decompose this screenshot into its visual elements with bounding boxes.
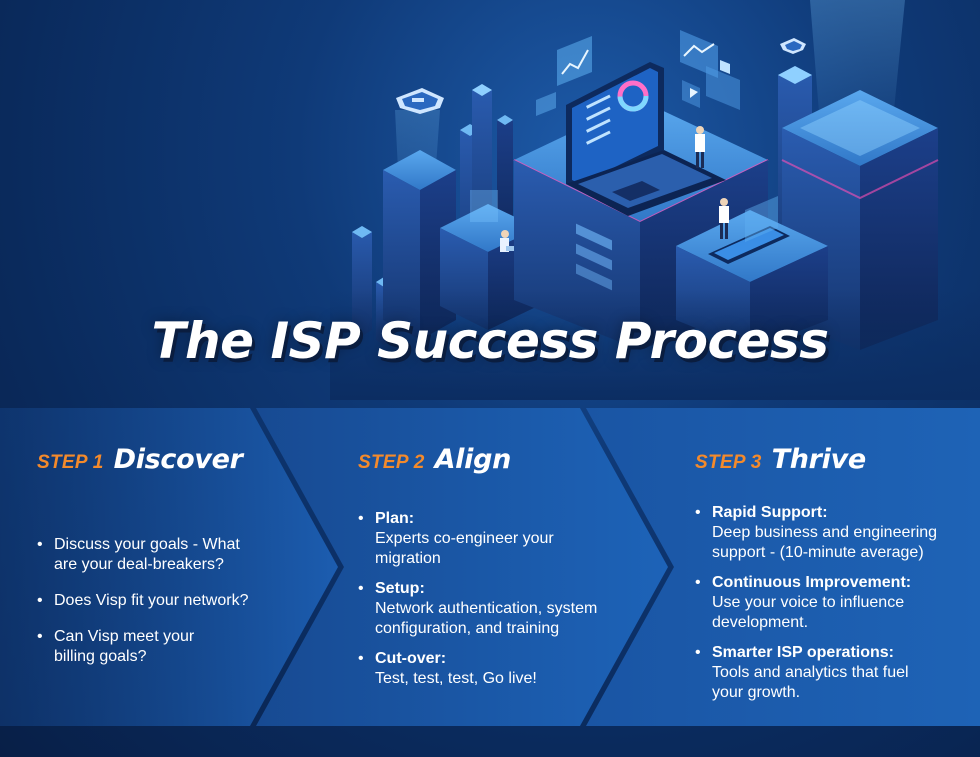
list-item-heading: Continuous Improvement:	[712, 574, 912, 591]
list-item: Discuss your goals - What are your deal-…	[37, 535, 264, 575]
list-item-heading: Cut-over:	[375, 650, 447, 667]
step-1-bullets: Discuss your goals - What are your deal-…	[37, 535, 307, 667]
list-item-text: Tools and analytics that fuel your growt…	[712, 664, 909, 701]
step-1: STEP 1 Discover Discuss your goals - Wha…	[37, 444, 307, 683]
list-item-text: Network authentication, system configura…	[375, 600, 598, 637]
step-3-number: STEP 3	[695, 452, 762, 473]
list-item: Setup: Network authentication, system co…	[358, 579, 638, 639]
list-item-heading: Setup:	[375, 580, 425, 597]
list-item: Plan: Experts co-engineer your migration	[358, 509, 638, 569]
step-3-name: Thrive	[771, 444, 867, 475]
step-1-heading: STEP 1 Discover	[37, 444, 307, 475]
list-item: Cut-over: Test, test, test, Go live!	[358, 649, 638, 689]
list-item: Does Visp fit your network?	[37, 591, 307, 611]
list-item-heading: Rapid Support:	[712, 504, 828, 521]
step-2-bullets: Plan: Experts co-engineer your migration…	[358, 509, 638, 689]
step-2-number: STEP 2	[358, 452, 425, 473]
list-item-heading: Smarter ISP operations:	[712, 644, 894, 661]
step-1-number: STEP 1	[37, 452, 104, 473]
list-item-text: Test, test, test, Go live!	[375, 670, 537, 687]
isometric-data-center-icon	[330, 0, 980, 400]
list-item: Smarter ISP operations: Tools and analyt…	[695, 643, 965, 703]
step-3-bullets: Rapid Support: Deep business and enginee…	[695, 503, 965, 703]
step-2: STEP 2 Align Plan: Experts co-engineer y…	[358, 444, 638, 699]
list-item-text: Deep business and engineering support - …	[712, 524, 938, 561]
list-item-text: Experts co-engineer your migration	[375, 530, 554, 567]
step-1-name: Discover	[113, 444, 243, 475]
page-title: The ISP Success Process	[151, 312, 829, 370]
list-item: Continuous Improvement: Use your voice t…	[695, 573, 965, 633]
list-item-text: Use your voice to influence development.	[712, 594, 905, 631]
step-3-heading: STEP 3 Thrive	[695, 444, 965, 475]
step-2-name: Align	[434, 444, 512, 475]
step-2-heading: STEP 2 Align	[358, 444, 638, 475]
list-item: Rapid Support: Deep business and enginee…	[695, 503, 965, 563]
list-item-heading: Plan:	[375, 510, 415, 527]
step-3: STEP 3 Thrive Rapid Support: Deep busine…	[695, 444, 965, 713]
list-item: Can Visp meet your billing goals?	[37, 627, 234, 667]
